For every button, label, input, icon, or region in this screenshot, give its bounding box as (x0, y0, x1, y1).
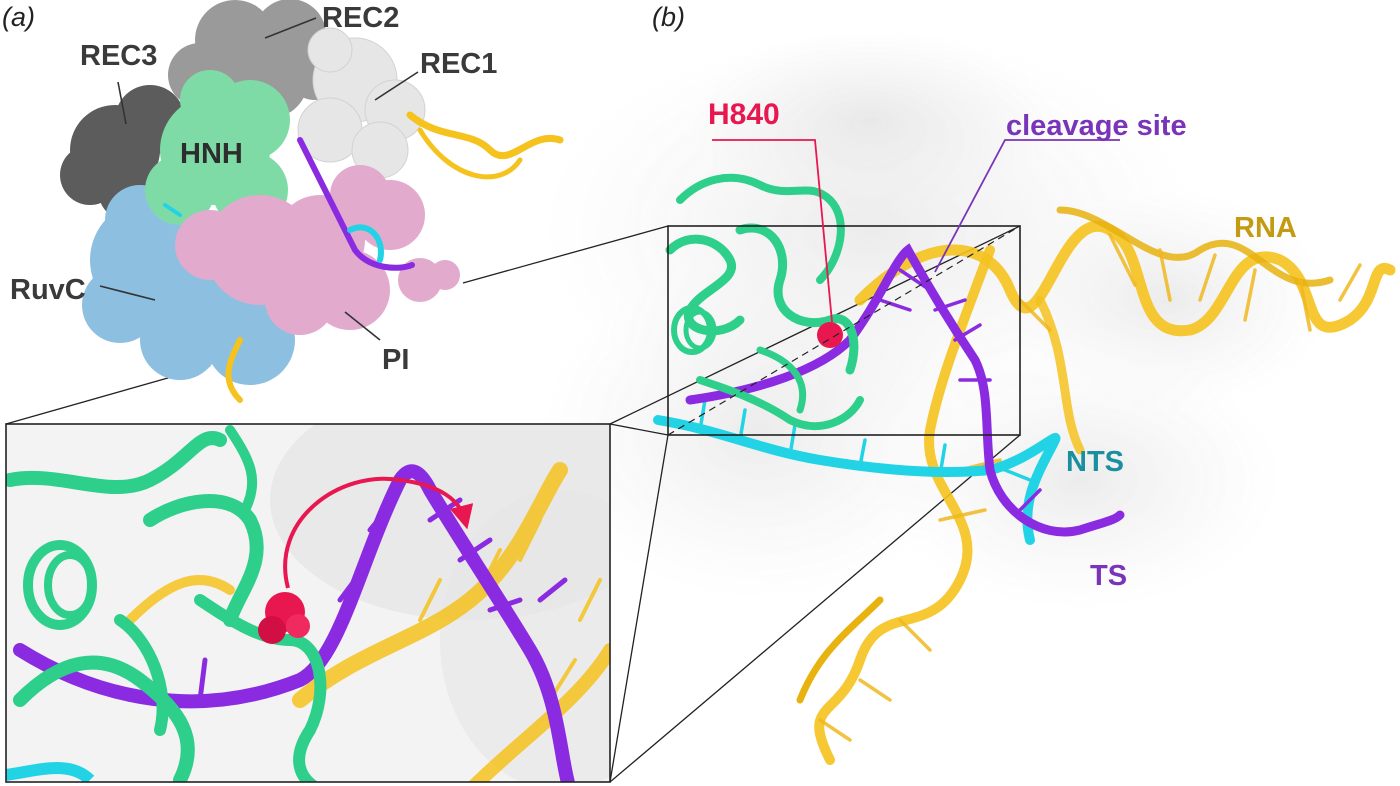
label-rna: RNA (1234, 212, 1297, 244)
rna-ribbon (796, 206, 1396, 765)
inset-structure (6, 424, 610, 782)
surface-model-a (60, 0, 564, 403)
label-rec3: REC3 (80, 40, 158, 72)
cleavage-arrow (283, 476, 474, 589)
zoom-box (667, 225, 1021, 436)
label-h840: H840 (708, 98, 780, 131)
label-ts: TS (1090, 560, 1128, 592)
panel-b-tag: (b) (652, 2, 685, 32)
label-cleavage-site: cleavage site (1006, 110, 1187, 142)
leader-lines-a (99, 17, 419, 341)
leader-lines-b (712, 139, 1120, 323)
label-ruvc: RuvC (10, 274, 86, 306)
label-rec2: REC2 (322, 2, 400, 34)
label-hnh: HNH (180, 138, 243, 170)
h840-residue-inset (258, 592, 310, 644)
label-rec1: REC1 (420, 48, 498, 80)
hnh-ribbon (665, 173, 864, 431)
label-pi: PI (382, 344, 410, 376)
ts-ribbon (685, 243, 1125, 537)
label-nts: NTS (1066, 446, 1124, 478)
inset-frame (5, 423, 611, 783)
h840-residue (817, 322, 843, 348)
panel-a-tag: (a) (2, 2, 35, 32)
